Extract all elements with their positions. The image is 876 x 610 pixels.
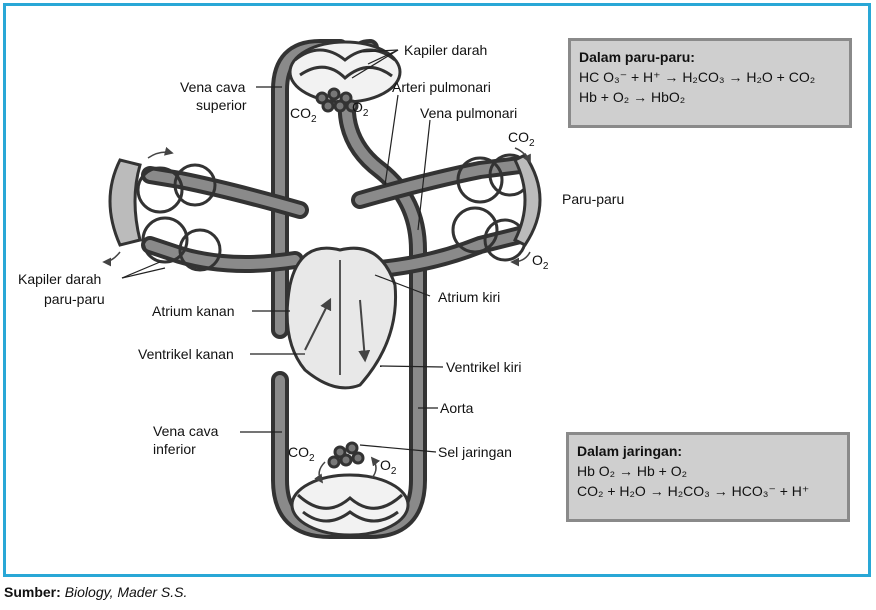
label-ventrikel-kiri: Ventrikel kiri	[446, 359, 521, 375]
leader-lines	[121, 49, 444, 453]
label-kapiler-paru-2: paru-paru	[44, 291, 105, 307]
source-prefix: Sumber:	[4, 584, 61, 600]
source-text: Biology, Mader S.S.	[64, 584, 188, 600]
label-co2-top: CO2	[290, 105, 317, 125]
label-atrium-kanan: Atrium kanan	[152, 303, 234, 319]
tissue-box-line1: Hb O₂ → Hb + O₂	[577, 463, 688, 479]
lungs-box-title: Dalam paru-paru:	[579, 49, 695, 65]
lungs-box-line1: HC O₃⁻ + H⁺ → H₂CO₃ → H₂O + CO₂	[579, 69, 816, 85]
right-lung-capillaries	[451, 153, 542, 262]
label-vena-pulmonari: Vena pulmonari	[420, 105, 517, 121]
label-atrium-kiri: Atrium kiri	[438, 289, 500, 305]
label-aorta: Aorta	[440, 400, 474, 416]
left-lung-capillaries	[108, 158, 222, 272]
tissue-box-line2: CO₂ + H₂O → H₂CO₃ → HCO₃⁻ + H⁺	[577, 483, 810, 499]
tissue-reaction-box: Dalam jaringan: Hb O₂ → Hb + O₂ CO₂ + H₂…	[566, 432, 850, 522]
label-co2-bottom: CO2	[288, 444, 315, 464]
label-vena-cava-superior-2: superior	[196, 97, 247, 113]
label-arteri-pulmonari: Arteri pulmonari	[392, 79, 491, 95]
tissue-box-title: Dalam jaringan:	[577, 443, 683, 459]
label-vena-cava-inferior-2: inferior	[153, 441, 196, 457]
label-o2-right: O2	[532, 252, 549, 272]
bottom-capillary-bed	[290, 441, 410, 537]
label-sel-jaringan: Sel jaringan	[438, 444, 512, 460]
label-vena-cava-superior-1: Vena cava	[180, 79, 246, 95]
lungs-box-line2: Hb + O₂ → HbO₂	[579, 89, 686, 105]
gas-arrows	[102, 146, 531, 484]
label-kapiler-darah: Kapiler darah	[404, 42, 487, 58]
label-o2-bottom: O2	[380, 457, 397, 477]
label-o2-top: O2	[352, 99, 369, 119]
label-ventrikel-kanan: Ventrikel kanan	[138, 346, 234, 362]
label-paru-paru: Paru-paru	[562, 191, 624, 207]
source-caption: Sumber: Biology, Mader S.S.	[4, 584, 187, 600]
label-vena-cava-inferior-1: Vena cava	[153, 423, 219, 439]
lungs-reaction-box: Dalam paru-paru: HC O₃⁻ + H⁺ → H₂CO₃ → H…	[568, 38, 852, 128]
label-kapiler-paru-1: Kapiler darah	[18, 271, 101, 287]
top-capillary-bed	[288, 40, 402, 113]
heart	[285, 246, 398, 390]
label-co2-right: CO2	[508, 129, 535, 149]
